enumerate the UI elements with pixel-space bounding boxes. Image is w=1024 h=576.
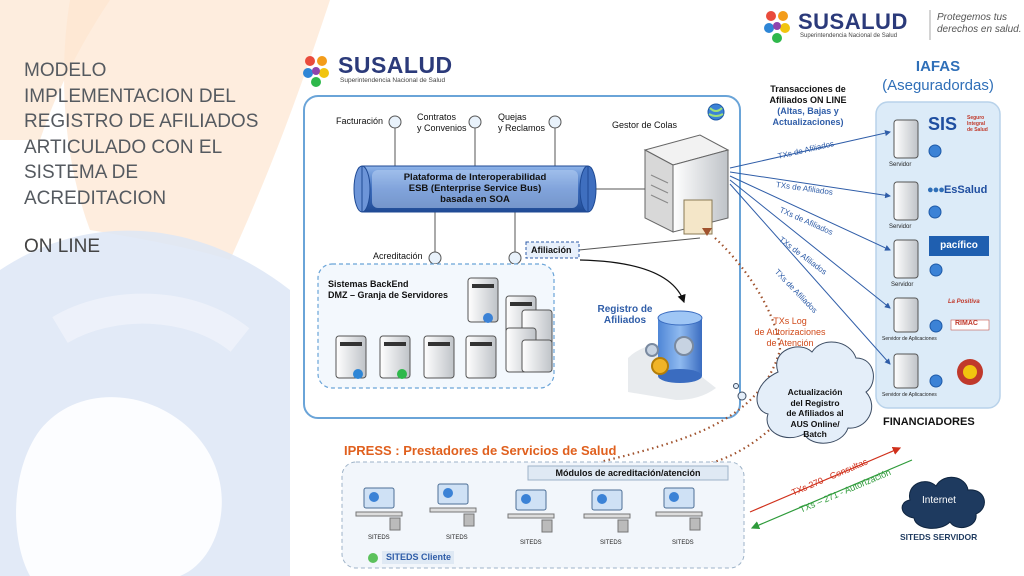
ipress-title: IPRESS : Prestadores de Servicios de Sal…	[344, 443, 617, 458]
sis-sub-line: Integral	[967, 121, 986, 127]
globe-icon	[707, 103, 725, 121]
diagram-logo-symbol	[303, 56, 329, 87]
service-line: y Reclamos	[498, 123, 546, 133]
service-contratos: Contratos y Convenios	[417, 112, 467, 134]
update-cloud-label: Actualización del Registro de Afiliados …	[770, 387, 860, 440]
iafas-server-label: Servidor de Aplicaciones	[882, 336, 937, 342]
backend-line: DMZ – Granja de Servidores	[328, 290, 449, 300]
ipress-terminals	[355, 483, 703, 533]
iafas-server-label: Servidor de Aplicaciones	[882, 392, 937, 398]
log-tx-line: TXs Log	[773, 316, 807, 326]
header-logo-subline: Superintendencia Nacional de Salud	[800, 33, 898, 39]
affiliation-box	[525, 241, 580, 259]
header-logo-symbol	[764, 11, 790, 43]
service-line: Quejas	[498, 112, 527, 122]
title-line: SISTEMA DE	[24, 162, 139, 183]
update-line: de Afiliados al	[786, 408, 844, 418]
service-facturacion: Facturación	[336, 116, 384, 126]
title-line: ARTICULADO CON EL	[24, 136, 223, 158]
esb-line: ESB (Enterprise Service Bus)	[408, 183, 542, 194]
online-tx-line: Afiliados ON LINE	[769, 95, 847, 105]
diagram-logo-brand: SUSALUD	[338, 52, 453, 78]
pacifico-logo-bg	[929, 236, 989, 256]
title-line: ACREDITACION	[24, 187, 167, 209]
log-tx-label: TXs Log de Autorizaciones de Atención	[742, 316, 838, 349]
siteds-terminal-label: SITEDS	[672, 540, 694, 546]
siteds-client-dot	[368, 553, 378, 563]
registry-database	[628, 310, 716, 400]
esb-label: Plataforma de Interoperabilidad ESB (Ent…	[372, 172, 578, 205]
siteds-client-label: SITEDS Cliente	[386, 552, 452, 562]
online-tx-label: Transacciones de Afiliados ON LINE (Alta…	[760, 84, 856, 128]
sis-logo: SIS	[928, 114, 958, 134]
update-cloud	[756, 341, 874, 444]
backend-servers	[335, 277, 553, 379]
diagram-logo-subline: Superintendencia Nacional de Salud	[340, 77, 446, 84]
title-line: REGISTRO DE AFILIADOS	[24, 111, 259, 132]
queue-server	[643, 134, 730, 236]
service-line: y Convenios	[417, 123, 467, 133]
backend-line: Sistemas BackEnd	[328, 279, 409, 289]
essalud-logo: ●●●EsSalud	[927, 184, 988, 196]
sis-logo-sub: Seguro Integral de Salud	[967, 115, 988, 133]
update-line: Actualización	[787, 387, 843, 397]
title-line: MODELO	[24, 60, 107, 81]
esb-line: basada en SOA	[440, 194, 510, 205]
internet-label: Internet	[922, 495, 956, 506]
siteds-terminal-label: SITEDS	[520, 540, 542, 546]
backend-label: Sistemas BackEnd DMZ – Granja de Servido…	[328, 279, 448, 301]
accreditation-label: Acreditación	[373, 251, 423, 261]
slide-subtitle: ON LINE	[24, 236, 101, 257]
update-line: del Registro	[790, 397, 840, 408]
esb-bus	[353, 165, 597, 213]
modules-header	[527, 465, 729, 481]
siteds-server-label: SITEDS SERVIDOR	[900, 532, 978, 542]
header-slogan: Protegemos tus derechos en salud.	[937, 12, 1022, 36]
pacifico-logo: pacífico	[940, 240, 978, 251]
internet-cloud	[901, 476, 985, 529]
essalud-text: EsSalud	[943, 184, 988, 196]
registry-label: Registro de Afiliados	[590, 304, 660, 326]
update-line: AUS Online/	[790, 418, 840, 429]
online-tx-detail: (Altas, Bajas y	[777, 106, 839, 116]
decorative-shapes	[0, 0, 331, 576]
iafas-server-label: Servidor	[889, 224, 912, 230]
log-tx-path	[599, 237, 782, 464]
iafas-tx-arrows	[729, 130, 891, 365]
iafas-server-label: Servidor	[889, 162, 912, 168]
online-tx-detail: Actualizaciones)	[772, 117, 844, 127]
registry-line: Afiliados	[603, 315, 647, 326]
sis-sub-line: Seguro	[967, 115, 985, 121]
service-line: Contratos	[417, 112, 457, 122]
service-quejas: Quejas y Reclamos	[498, 112, 545, 134]
positiva-logo: La Positiva	[948, 299, 980, 305]
online-tx-line: Transacciones de	[770, 84, 846, 94]
siteds-terminal-label: SITEDS	[446, 535, 468, 541]
iafas-servers	[893, 119, 919, 389]
rimac-logo: RIMAC	[955, 320, 978, 327]
financiers-label: FINANCIADORES	[883, 416, 975, 428]
siteds-terminal-label: SITEDS	[368, 535, 390, 541]
siteds-terminal-label: SITEDS	[600, 540, 622, 546]
update-line: Batch	[803, 429, 827, 439]
title-line: IMPLEMENTACION DEL	[24, 85, 236, 107]
modules-label: Módulos de acreditación/atención	[555, 468, 701, 478]
slogan-line: derechos en salud.	[937, 24, 1022, 35]
header-logo-brand: SUSALUD	[798, 9, 908, 34]
tx-consultas-arrow	[749, 446, 902, 513]
registry-line: Registro de	[597, 304, 653, 315]
slogan-line: Protegemos tus	[937, 12, 1008, 23]
log-tx-line: de Autorizaciones	[754, 327, 826, 337]
queue-label: Gestor de Colas	[612, 120, 678, 130]
esb-line: Plataforma de Interoperabilidad	[403, 172, 547, 183]
slide-title: MODELO IMPLEMENTACION DEL REGISTRO DE AF…	[24, 58, 284, 260]
tx-autorizacion-arrow	[750, 459, 913, 530]
iafas-subtitle: (Aseguradordas)	[882, 77, 994, 94]
iafas-server-label: Servidor	[891, 282, 914, 288]
affiliation-label: Afiliación	[531, 245, 572, 255]
iafas-title: IAFAS	[915, 58, 961, 75]
sis-sub-line: de Salud	[967, 127, 988, 133]
log-tx-line: de Atención	[766, 338, 814, 348]
